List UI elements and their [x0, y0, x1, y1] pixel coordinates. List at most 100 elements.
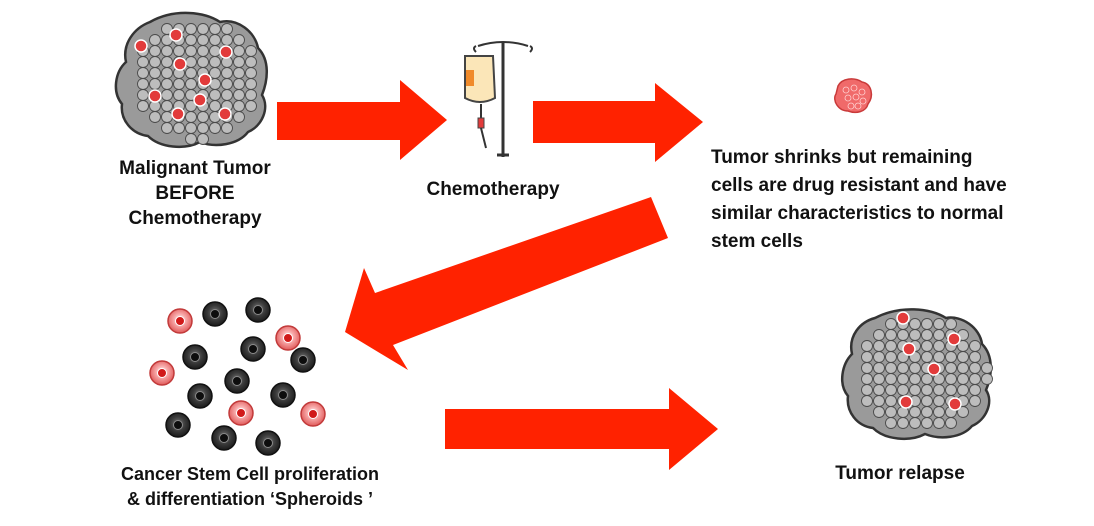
cell-nucleus: [157, 368, 167, 378]
tumor-cell: [137, 100, 149, 112]
tumor-cell: [233, 111, 245, 123]
tumor-cell: [921, 406, 933, 418]
tumor-cell: [957, 406, 969, 418]
tumor-cell: [921, 318, 933, 330]
tumor-cell: [909, 406, 921, 418]
cell-nucleus: [278, 390, 288, 400]
cell-nucleus: [263, 438, 273, 448]
tumor-cell: [909, 373, 921, 385]
tumor-cell: [197, 122, 209, 134]
tumor-cell: [909, 329, 921, 341]
tumor-cell: [221, 122, 233, 134]
iv-drip-icon: [464, 41, 533, 157]
tumor-cell: [161, 111, 173, 123]
tumor-cell: [921, 340, 933, 352]
malignant-tumor-image: [114, 11, 268, 149]
tumor-cell: [209, 23, 221, 35]
tumor-cell: [161, 67, 173, 79]
tumor-shrinks-label-line: cells are drug resistant and have: [711, 175, 1007, 196]
tumor-cell: [149, 78, 161, 90]
tumor-cell: [981, 362, 993, 374]
tumor-cell: [897, 329, 909, 341]
tumor-cell: [149, 67, 161, 79]
tumor-cell: [137, 89, 149, 101]
tumor-cell: [885, 329, 897, 341]
cell-nucleus: [175, 316, 185, 326]
tumor-cell: [185, 23, 197, 35]
tumor-cell: [897, 417, 909, 429]
tumor-cell: [149, 56, 161, 68]
tumor-cell: [957, 373, 969, 385]
tumor-cell: [185, 34, 197, 46]
tumor-cell: [185, 78, 197, 90]
tumor-cell: [933, 318, 945, 330]
tumor-cell: [197, 133, 209, 145]
tumor-cell: [909, 362, 921, 374]
tumor-cell: [909, 417, 921, 429]
chemotherapy-label-text: Chemotherapy: [426, 179, 560, 200]
tumor-cell: [885, 362, 897, 374]
tumor-cell: [161, 122, 173, 134]
tumor-cell: [209, 34, 221, 46]
tumor-cell: [885, 395, 897, 407]
tumor-cell: [197, 56, 209, 68]
malignant-tumor-label-line: BEFORE: [155, 183, 235, 204]
tumor-cell: [873, 351, 885, 363]
tumor-cell: [945, 417, 957, 429]
tumor-cell: [233, 78, 245, 90]
tumor-cell: [873, 384, 885, 396]
tumor-cell: [909, 318, 921, 330]
chemotherapy-label: Chemotherapy: [405, 177, 581, 202]
tumor-cell: [957, 351, 969, 363]
tumor-cell: [945, 318, 957, 330]
tumor-cell: [969, 362, 981, 374]
arrow-to-shrunk-tumor: [533, 83, 703, 162]
tumor-cell: [885, 340, 897, 352]
tumor-cell: [933, 340, 945, 352]
tumor-cell: [221, 23, 233, 35]
tumor-cell: [233, 45, 245, 57]
tumor-cell: [969, 340, 981, 352]
tumor-cell: [197, 111, 209, 123]
cell-nucleus: [283, 333, 293, 343]
malignant-tumor-label: Malignant Tumor BEFORE Chemotherapy: [100, 156, 290, 231]
cell-nucleus: [308, 409, 318, 419]
cell-nucleus: [236, 408, 246, 418]
tumor-cell: [137, 56, 149, 68]
tumor-cell: [945, 384, 957, 396]
tumor-cell: [885, 373, 897, 385]
tumor-cell: [885, 318, 897, 330]
tumor-cell: [885, 351, 897, 363]
cell-nucleus: [210, 309, 220, 319]
tumor-cell: [933, 417, 945, 429]
tumor-cell: [173, 45, 185, 57]
tumor-cell: [185, 133, 197, 145]
tumor-cell: [933, 351, 945, 363]
tumor-cell: [209, 122, 221, 134]
tumor-cell: [185, 56, 197, 68]
tumor-cell: [245, 89, 257, 101]
tumor-cell: [933, 406, 945, 418]
tumor-cell: [861, 384, 873, 396]
tumor-cell: [933, 395, 945, 407]
tumor-cell: [897, 362, 909, 374]
tumor-cell: [233, 100, 245, 112]
tumor-cell: [197, 34, 209, 46]
tumor-cell: [933, 329, 945, 341]
tumor-cell: [945, 362, 957, 374]
tumor-cell: [221, 78, 233, 90]
tumor-cell: [197, 23, 209, 35]
tumor-cell: [137, 78, 149, 90]
tumor-cell: [921, 351, 933, 363]
shrunk-tumor-image: [834, 78, 873, 114]
tumor-cell: [233, 89, 245, 101]
tumor-cell: [185, 67, 197, 79]
cell-nucleus: [219, 433, 229, 443]
tumor-cell: [969, 351, 981, 363]
tumor-relapse-label: Tumor relapse: [810, 461, 990, 486]
tumor-cell: [921, 384, 933, 396]
tumor-cell: [245, 78, 257, 90]
tumor-cell: [149, 34, 161, 46]
tumor-cell: [209, 67, 221, 79]
